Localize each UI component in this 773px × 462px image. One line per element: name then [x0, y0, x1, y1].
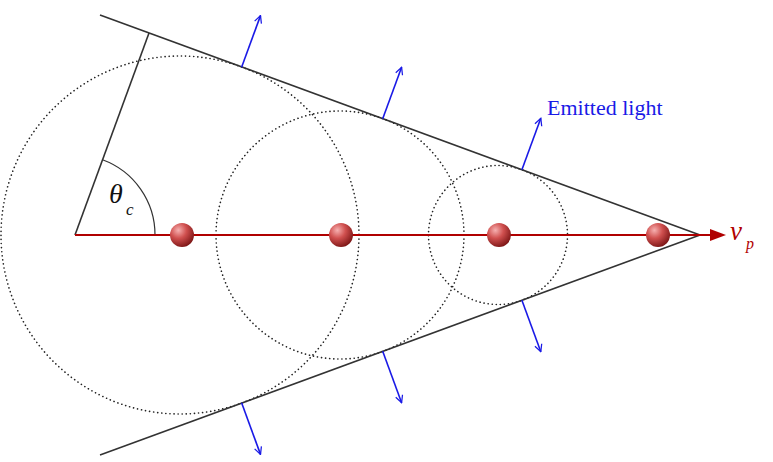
angle-symbol: θ: [109, 180, 123, 208]
angle-subscript: c: [126, 201, 134, 218]
velocity-symbol: v: [730, 218, 742, 245]
light-label: Emitted light: [547, 97, 663, 119]
light-arrows: [242, 16, 541, 455]
track-arrowhead: [710, 229, 726, 241]
velocity-subscript: p: [746, 236, 754, 252]
particles: [170, 223, 670, 247]
